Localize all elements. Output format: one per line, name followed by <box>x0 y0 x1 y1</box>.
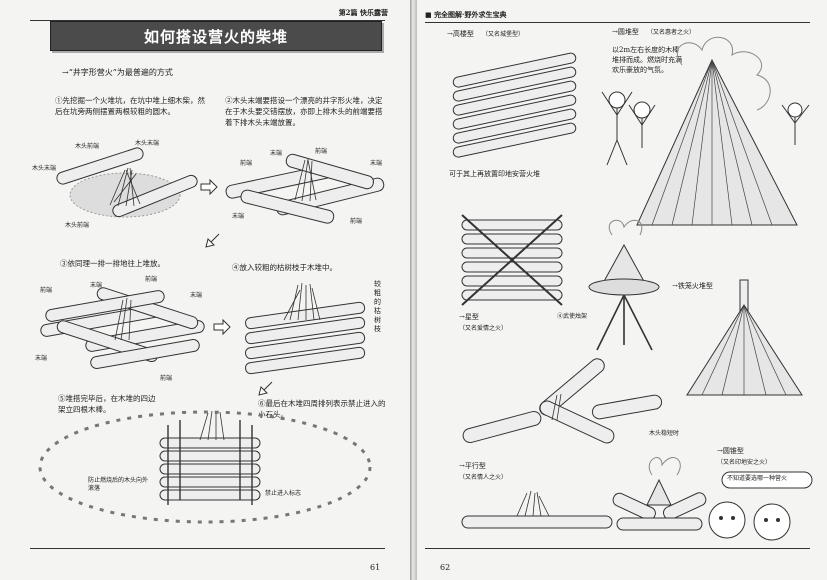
label-front-s2b: 前端 <box>315 148 328 155</box>
label-basket: ④武使烛架 <box>557 313 588 320</box>
type-parallel: →平行型 <box>459 462 486 470</box>
label-front-a: 木头前端 <box>75 143 100 150</box>
step-2-text: ②木头末端要搭设一个漂亮的井字形火堆，决定在于木头要交错摆放，亦即上排木头的前端… <box>225 96 383 127</box>
step-1-illustration <box>56 147 198 218</box>
label-end-s2b: 末端 <box>370 160 383 167</box>
section-header: 第2篇 快乐露营 <box>338 8 388 17</box>
label-end-s3c: 末端 <box>35 355 48 362</box>
step-6-text: ⑥最后在木堆四周排列表示禁止进入的小石头。 <box>258 399 386 419</box>
label-stone-note: 禁止进入标志 <box>265 490 302 497</box>
label-end-a: 木头末端 <box>135 140 160 147</box>
type-tower-alt: （又名城堡型） <box>482 31 525 38</box>
label-end-s2a: 末端 <box>270 150 283 157</box>
type-conical: →圆锥型 <box>717 447 744 455</box>
iron-basket-illustration <box>588 219 660 351</box>
type-tower: →高楼型 <box>447 30 474 38</box>
step-3-illustration <box>40 287 205 370</box>
step-2-illustration <box>225 153 385 224</box>
footer-rule-right <box>425 548 810 549</box>
footer-rule <box>30 548 385 549</box>
page-title-bar: 如何搭设营火的柴堆 <box>50 21 382 51</box>
conical-illustration <box>686 279 803 396</box>
type-conical-alt: （又名印地安之火） <box>717 459 772 466</box>
type-cone-alt: （又名惠者之火） <box>647 29 696 36</box>
step-4-text: ④放入较粗的枯树枝于木堆中。 <box>232 263 337 272</box>
arrow-down-left-icon-2 <box>258 381 273 396</box>
header-rule-right <box>425 22 810 23</box>
arrow-right-icon-2 <box>213 318 231 336</box>
kids-illustration <box>708 471 813 541</box>
right-page: ■ 完全图解·野外求生宝典 →高楼型 （又名城堡型） 可于其上再放置印地安营火堆… <box>417 0 827 580</box>
label-front-s3a: 前端 <box>40 287 53 294</box>
step-5-text: ⑤堆搭完毕后，在木堆的四边架立四根木棒。 <box>58 394 156 414</box>
label-front-s3b: 前端 <box>145 276 158 283</box>
tower-note: 可于其上再放置印地安营火堆 <box>449 170 540 178</box>
speech-bubble-text: 不知道要选哪一种营火 <box>727 475 788 482</box>
short-wood-fire-illustration <box>612 457 707 531</box>
type-iron: →铁笼火堆型 <box>672 282 713 290</box>
step-1-text: ①先挖掘一个火堆坑，在坑中堆上细木柴，然后在坑旁两侧摆置两根较粗的圆木。 <box>55 96 205 116</box>
page-title: 如何搭设营火的柴堆 <box>143 28 288 46</box>
label-front-b: 木头前端 <box>65 222 90 229</box>
label-wood-short: 木头稳短时 <box>649 430 680 437</box>
book-header-text: 完全图解·野外求生宝典 <box>434 10 507 19</box>
tower-illustration <box>452 52 577 158</box>
star-illustration <box>461 214 563 306</box>
left-page: 第2篇 快乐露营 如何搭设营火的柴堆 →“井字形营火”为最普遍的方式 ①先挖掘一… <box>0 0 410 580</box>
label-thick-branch: 较粗的枯树枝 <box>374 280 381 333</box>
parallel-illustration <box>462 358 663 444</box>
arrow-down-left-icon <box>205 233 220 248</box>
step-3-text: ③依同理一排一排地往上堆放。 <box>60 259 165 268</box>
label-end-s3b: 末端 <box>190 292 203 299</box>
type-star: →星型 <box>459 313 479 321</box>
book-spine <box>410 0 417 580</box>
cone-fire-illustration <box>601 36 810 226</box>
book-header: ■ 完全图解·野外求生宝典 <box>425 10 507 19</box>
label-end-s2c: 末端 <box>232 213 245 220</box>
label-end-s3a: 末端 <box>90 282 103 289</box>
step-5-6-illustration <box>38 410 372 524</box>
label-front-s2a: 前端 <box>240 160 253 167</box>
type-star-alt: （又名爱情之火） <box>459 325 508 332</box>
header-rule <box>30 20 385 21</box>
label-end-b: 木头末端 <box>32 165 57 172</box>
step-4-illustration <box>245 282 366 375</box>
parallel-pile-illustration <box>461 490 613 529</box>
page-number-right: 62 <box>440 563 451 572</box>
label-front-s3c: 前端 <box>160 375 173 382</box>
type-parallel-alt: （又名情人之火） <box>459 474 508 481</box>
label-stick-note: 防止燃烧后的木头向外滚落 <box>88 477 149 492</box>
cone-note: 以2m左右长度的木棒堆排而成。燃烧时充满欢乐豪放的气氛。 <box>612 46 682 74</box>
label-front-s2c: 前端 <box>350 218 363 225</box>
type-cone: →圆堆型 <box>612 28 639 36</box>
subtitle: →“井字形营火”为最普遍的方式 <box>62 68 173 77</box>
page-number-left: 61 <box>370 563 381 572</box>
arrow-right-icon <box>200 178 218 196</box>
